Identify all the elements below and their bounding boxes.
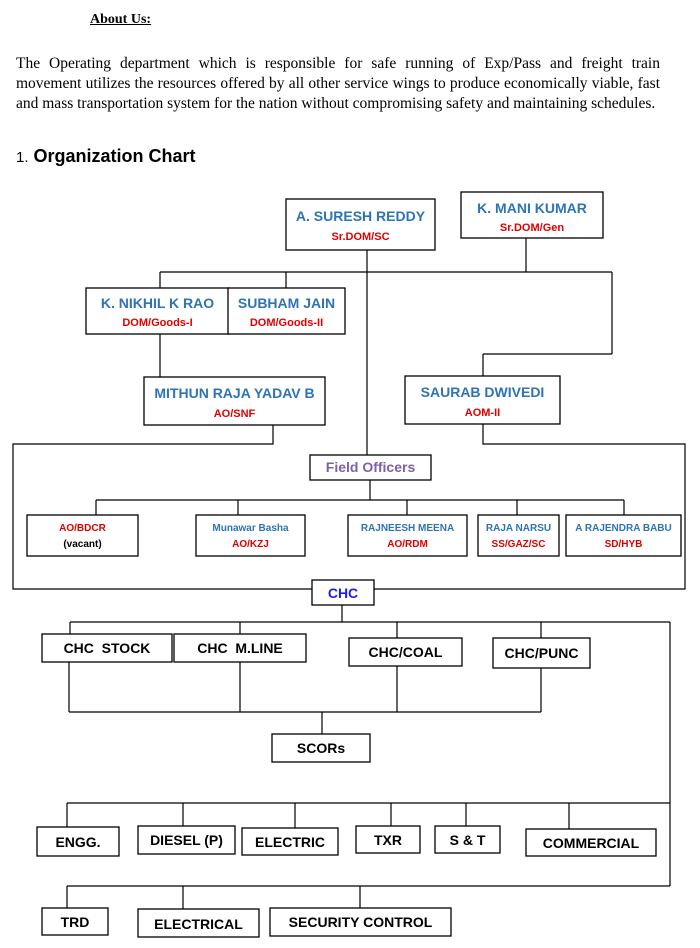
node-name: TRD	[61, 914, 90, 930]
node-raja-narsu: RAJA NARSU SS/GAZ/SC	[477, 514, 560, 557]
node-role: AO/KZJ	[232, 539, 269, 550]
node-name: A. SURESH REDDY	[296, 208, 426, 224]
node-txr: TXR	[355, 825, 421, 854]
node-rajendra-babu: A RAJENDRA BABU SD/HYB	[565, 514, 682, 557]
node-chc-mline: CHC M.LINE	[173, 633, 307, 663]
node-diesel: DIESEL (P)	[137, 825, 236, 855]
node-name: CHC/PUNC	[505, 645, 579, 661]
node-chc-stock: CHC STOCK	[41, 633, 173, 663]
node-name: K. NIKHIL K RAO	[101, 295, 214, 311]
node-role: DOM/Goods-I	[122, 317, 192, 329]
node-nikhil-rao: K. NIKHIL K RAO DOM/Goods-I	[85, 287, 230, 335]
about-text: The Operating department which is respon…	[16, 55, 660, 112]
node-role: DOM/Goods-II	[250, 317, 323, 329]
node-electric: ELECTRIC	[241, 827, 339, 856]
node-trd: TRD	[41, 907, 109, 936]
node-field-officers: Field Officers	[309, 454, 432, 481]
node-s-and-t: S & T	[434, 825, 501, 854]
node-name: MITHUN RAJA YADAV B	[154, 385, 314, 401]
node-name: Field Officers	[326, 459, 416, 475]
node-suresh-reddy: A. SURESH REDDY Sr.DOM/SC	[285, 198, 436, 251]
node-name: CHC STOCK	[64, 640, 151, 656]
node-name: Munawar Basha	[212, 523, 289, 534]
node-name: COMMERCIAL	[543, 835, 640, 851]
node-mani-kumar: K. MANI KUMAR Sr.DOM/Gen	[460, 191, 604, 239]
chart-connectors	[12, 238, 686, 909]
node-role: AO/RDM	[387, 539, 428, 550]
node-role: Sr.DOM/Gen	[500, 222, 564, 234]
node-name: TXR	[374, 832, 402, 848]
node-name: ENGG.	[55, 834, 100, 850]
node-mithun-raja-yadav: MITHUN RAJA YADAV B AO/SNF	[143, 376, 326, 426]
node-chc: CHC	[311, 579, 375, 606]
node-name: SAURAB DWIVEDI	[421, 384, 545, 400]
node-name: CHC/COAL	[369, 644, 443, 660]
node-engg: ENGG.	[36, 826, 120, 857]
node-name: A RAJENDRA BABU	[575, 523, 671, 534]
node-name: SECURITY CONTROL	[289, 914, 433, 930]
node-ao-bdcr: AO/BDCR (vacant)	[26, 514, 139, 557]
node-role: SS/GAZ/SC	[492, 539, 546, 550]
node-role: AO/SNF	[214, 408, 256, 420]
node-role: SD/HYB	[605, 539, 643, 550]
node-chc-punc: CHC/PUNC	[492, 637, 591, 669]
node-name: ELECTRIC	[255, 834, 325, 850]
node-saurab-dwivedi: SAURAB DWIVEDI AOM-II	[404, 375, 561, 425]
node-subham-jain: SUBHAM JAIN DOM/Goods-II	[227, 287, 346, 335]
node-name: DIESEL (P)	[150, 832, 223, 848]
node-name: K. MANI KUMAR	[477, 200, 587, 216]
node-name: RAJA NARSU	[486, 523, 551, 534]
node-role: (vacant)	[63, 539, 101, 550]
section-title: 1. Organization Chart	[16, 146, 196, 167]
node-name: CHC M.LINE	[197, 640, 283, 656]
node-name: SCORs	[297, 740, 345, 756]
section-number: 1.	[16, 149, 29, 166]
node-name: S & T	[450, 832, 486, 848]
node-name: ELECTRICAL	[154, 916, 243, 932]
node-electrical: ELECTRICAL	[137, 908, 260, 938]
node-chc-coal: CHC/COAL	[348, 637, 463, 667]
node-security-control: SECURITY CONTROL	[269, 907, 452, 937]
node-rajneesh-meena: RAJNEESH MEENA AO/RDM	[347, 514, 468, 557]
node-name: SUBHAM JAIN	[238, 295, 335, 311]
section-title-text: Organization Chart	[33, 146, 196, 166]
node-name: RAJNEESH MEENA	[361, 523, 454, 534]
node-role: Sr.DOM/SC	[331, 231, 389, 243]
about-heading: About Us:	[90, 12, 152, 27]
node-commercial: COMMERCIAL	[525, 828, 657, 857]
node-scors: SCORs	[271, 733, 371, 763]
node-name: AO/BDCR	[59, 523, 106, 534]
node-munawar-basha: Munawar Basha AO/KZJ	[195, 514, 306, 557]
node-role: AOM-II	[465, 407, 500, 419]
node-name: CHC	[328, 585, 358, 601]
